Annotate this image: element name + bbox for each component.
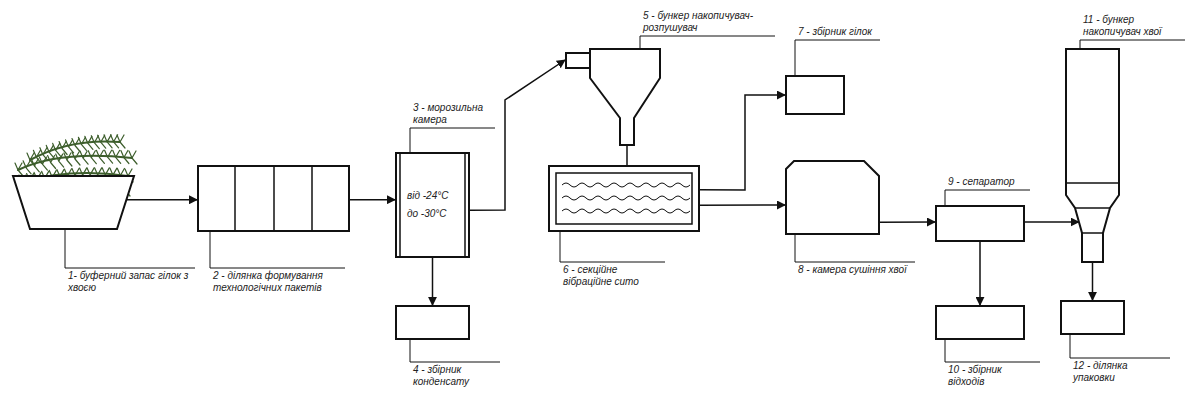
needle-stroke — [64, 153, 72, 166]
needle-stroke — [121, 151, 129, 164]
process-unit: 8 - камера сушіння хвої — [785, 160, 880, 235]
dbl-outline — [395, 152, 470, 258]
flow-arrow — [979, 242, 981, 305]
callout-label: 11 - бункер накопичувач хвої — [1083, 14, 1183, 38]
needle-stroke — [31, 159, 39, 172]
process-unit: 9 - сепаратор — [935, 205, 1025, 242]
needle-stroke — [78, 137, 86, 150]
rect-outline — [935, 205, 1025, 242]
temperature-note: від -24°C — [407, 190, 448, 202]
flow-arrow — [127, 199, 197, 201]
needle-stroke — [40, 148, 48, 161]
callout-label: 6 - секційне вібраційне сито — [563, 264, 663, 288]
process-unit: 12 - ділянка упаковки — [1060, 300, 1125, 335]
flow-arrow — [350, 199, 395, 201]
process-unit: 7 - збірник гілок — [785, 75, 845, 115]
callout-label: 3 - морозильна камера — [413, 102, 498, 126]
flow-arrow — [880, 221, 935, 223]
temperature-note: до -30°C — [407, 208, 447, 220]
flow-arrow — [700, 204, 785, 206]
callout-label: 10 - збірник відходів — [948, 364, 1038, 388]
needle-stroke — [53, 143, 61, 156]
needle-stroke — [129, 151, 137, 164]
silo-outline — [1065, 48, 1120, 262]
trap-outline — [12, 175, 135, 230]
needle-stroke — [72, 152, 80, 165]
needle-stroke — [23, 161, 31, 174]
needle-stroke — [66, 140, 74, 153]
flow-arrow — [432, 258, 434, 305]
rect-outline — [785, 75, 845, 115]
needle-stroke — [80, 151, 88, 164]
process-unit: 6 - секційне вібраційне сито — [548, 165, 700, 232]
rect-outline — [935, 305, 1025, 340]
rect-outline — [395, 305, 470, 340]
callout-label: 1- буферний запас гілок з хвоєю — [68, 270, 193, 294]
sieve-outline — [548, 165, 700, 232]
needle-stroke — [85, 136, 93, 149]
callout-label: 12 - ділянка упаковки — [1073, 360, 1168, 384]
needle-stroke — [72, 139, 80, 152]
callout-label: 2 - ділянка формування технологічних пак… — [213, 270, 343, 294]
process-unit: 5 - бункер накопичувач-розпушувач — [565, 48, 665, 145]
needle-stroke — [96, 150, 104, 163]
process-unit: 10 - збірник відходів — [935, 305, 1025, 340]
needle-stroke — [33, 150, 41, 163]
process-unit: 3 - морозильна камеравід -24°Cдо -30°C — [395, 152, 470, 258]
process-unit: 1- буферний запас гілок з хвоєю — [12, 175, 135, 230]
callout-label: 5 - бункер накопичувач-розпушувач — [643, 10, 773, 34]
needle-stroke — [59, 142, 67, 155]
cells-outline — [197, 165, 350, 232]
flow-arrow — [626, 145, 628, 165]
callout-label: 8 - камера сушіння хвої — [798, 264, 913, 276]
callout-label: 7 - збірник гілок — [798, 26, 878, 38]
process-unit: 4 - збірник конденсату — [395, 305, 470, 340]
needle-stroke — [27, 153, 35, 166]
leader-lines — [65, 36, 1185, 362]
rect-outline — [1060, 300, 1125, 335]
flow-arrow — [1025, 221, 1079, 223]
needle-stroke — [105, 150, 113, 163]
flow-arrow — [1092, 262, 1094, 300]
needle-stroke — [48, 156, 56, 169]
callout-label: 9 - сепаратор — [948, 176, 1028, 188]
process-unit: 2 - ділянка формування технологічних пак… — [197, 165, 350, 232]
chamber-outline — [785, 160, 880, 235]
needle-stroke — [15, 163, 23, 176]
callout-label: 4 - збірник конденсату — [413, 364, 503, 388]
needle-stroke — [46, 145, 54, 158]
process-unit: 11 - бункер накопичувач хвої — [1065, 48, 1120, 262]
hopper-outline — [565, 48, 665, 145]
needle-stroke — [113, 150, 121, 163]
needle-stroke — [117, 135, 125, 148]
flow-arrow — [700, 95, 785, 190]
needle-stroke — [88, 151, 96, 164]
